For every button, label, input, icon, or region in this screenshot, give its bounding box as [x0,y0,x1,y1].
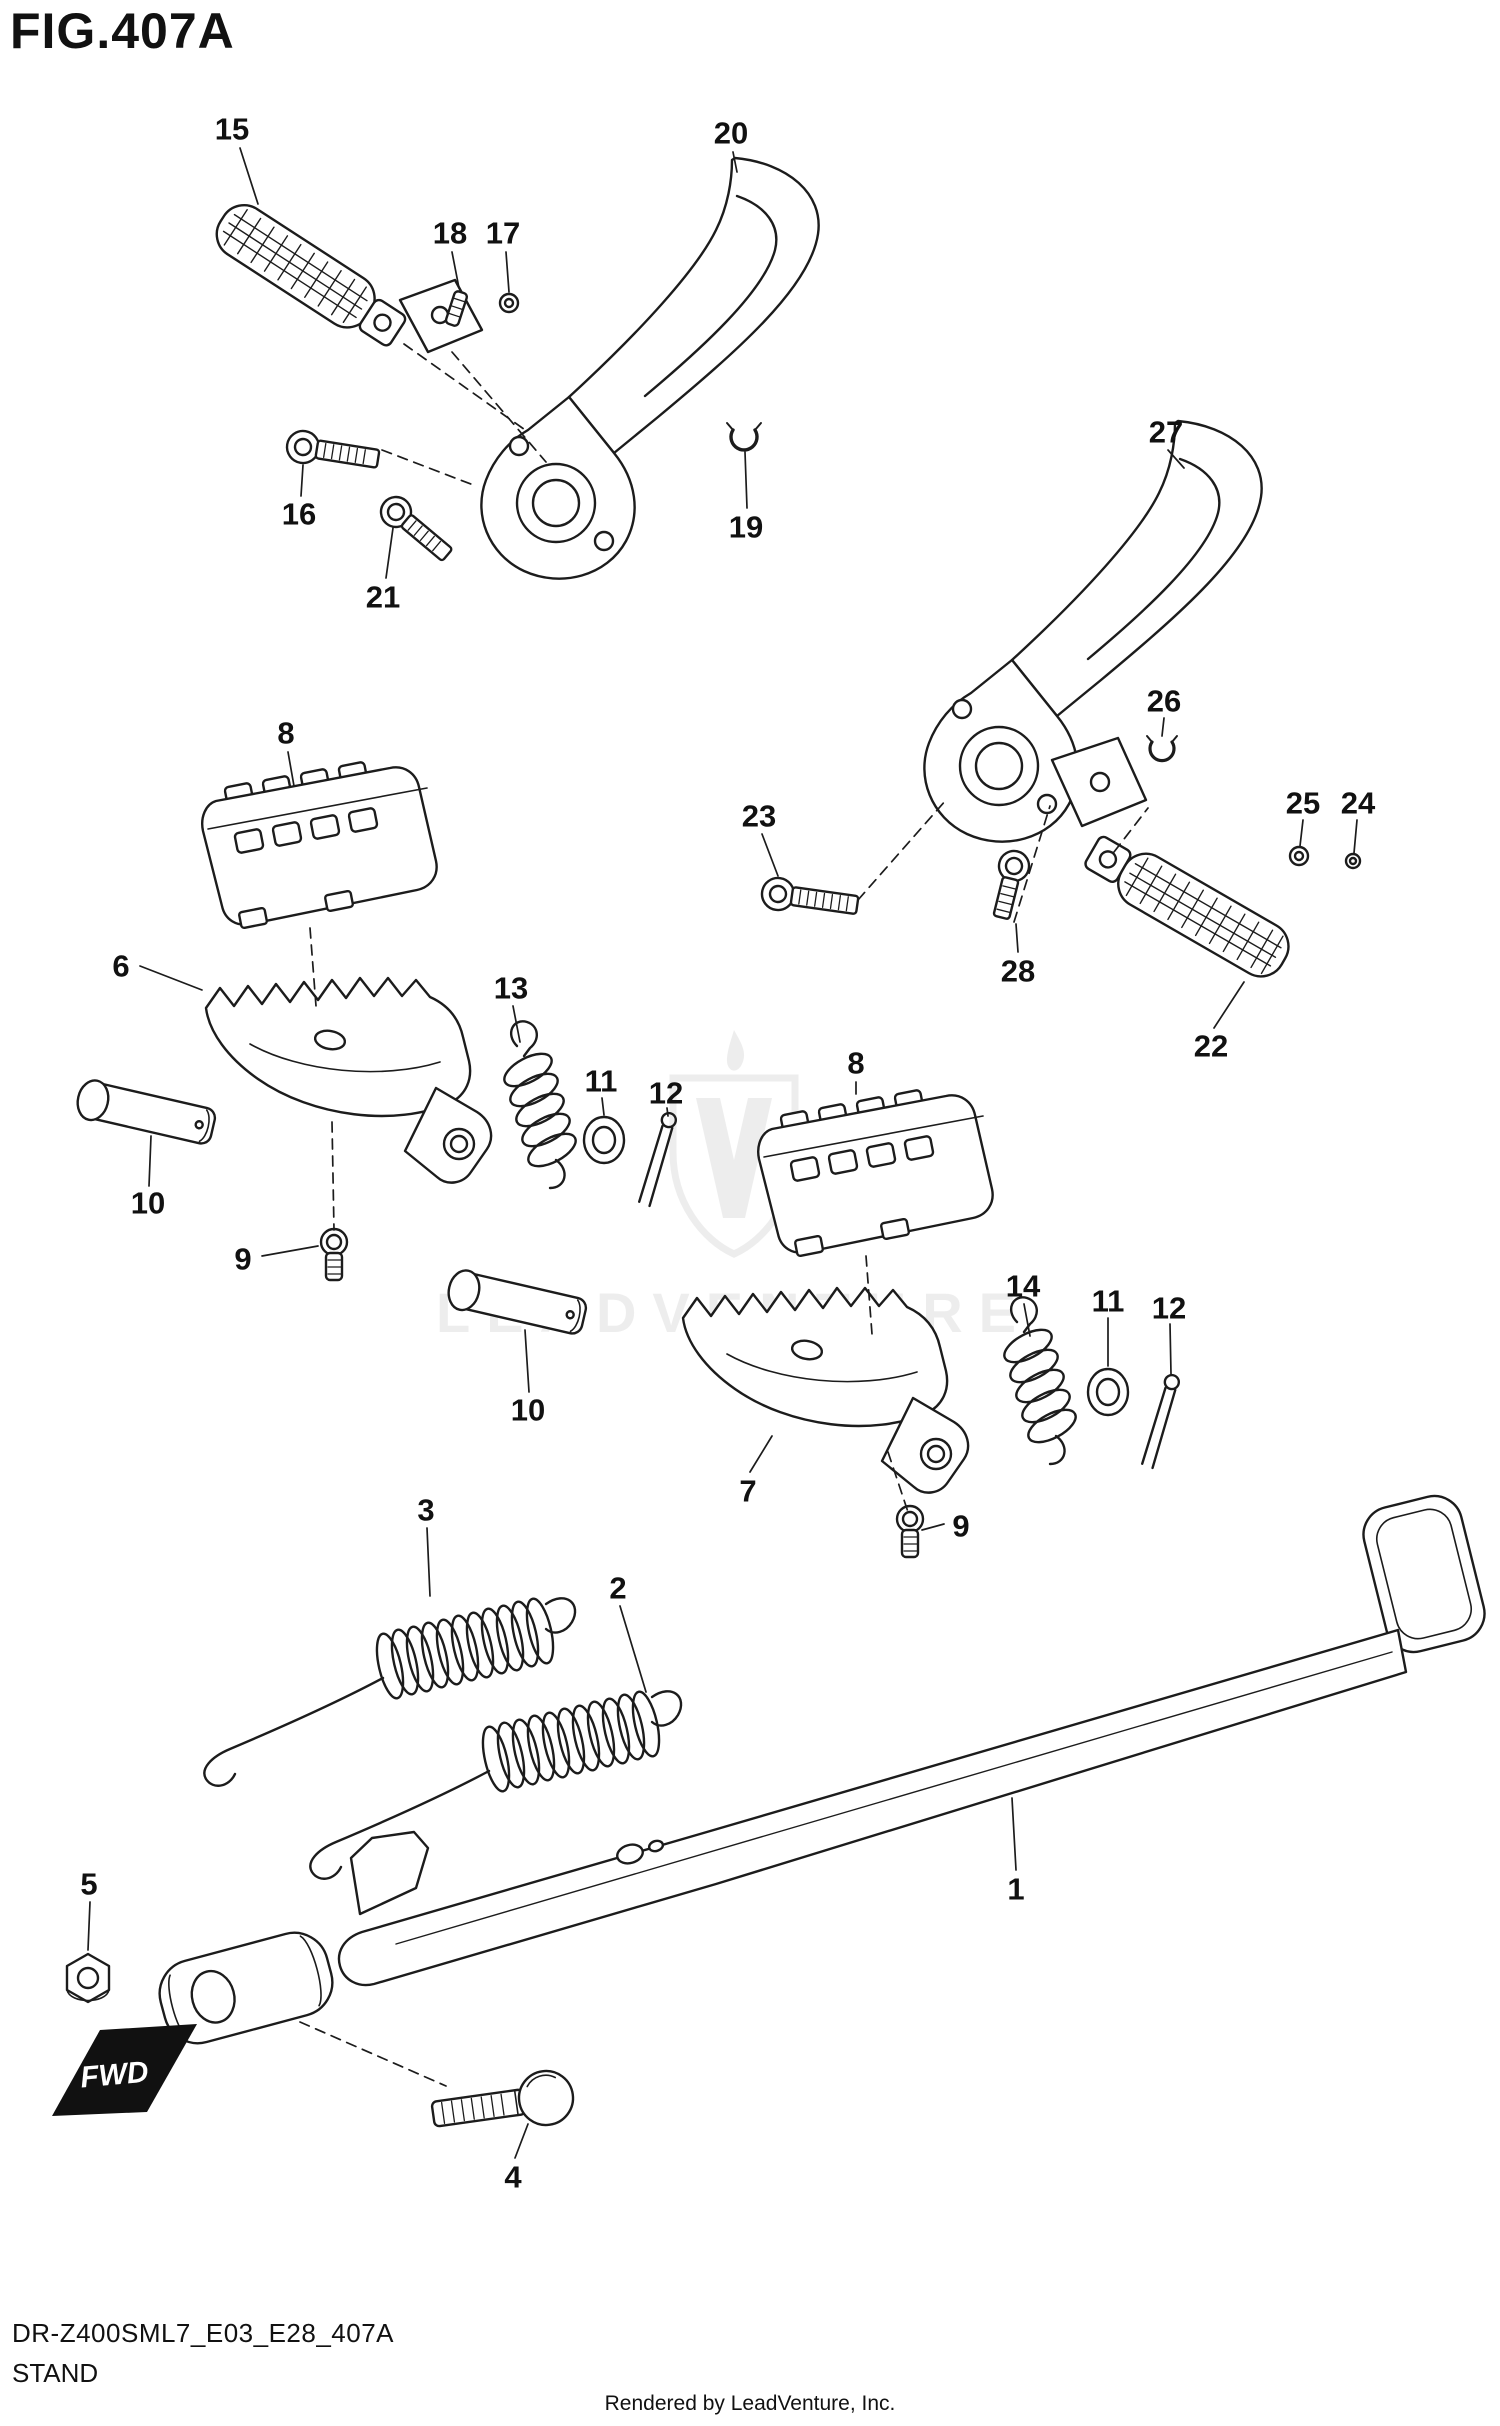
part-hinge-bracket-front [398,278,484,354]
part-callout-16: 16 [281,496,317,532]
part-washer-11-right [1086,1367,1130,1417]
part-callout-3: 3 [417,1492,435,1528]
part-callout-10: 10 [510,1392,546,1428]
part-callout-28: 28 [1000,953,1036,989]
part-eclip-26 [1146,735,1178,763]
figure-name: STAND [12,2358,99,2388]
part-cotter-pin-12-right [1140,1371,1182,1471]
part-callout-1: 1 [1007,1871,1025,1907]
part-callout-20: 20 [713,115,749,151]
part-footpeg-6 [204,976,493,1184]
part-bolt-16 [285,429,381,469]
part-callout-26: 26 [1146,683,1182,719]
part-bolt-21 [379,495,453,562]
fwd-label: FWD [79,2056,150,2095]
part-callout-15: 15 [214,111,250,147]
part-bolt-4 [430,2069,575,2128]
part-callout-14: 14 [1005,1268,1041,1304]
part-callout-23: 23 [741,798,777,834]
part-callout-22: 22 [1193,1028,1229,1064]
part-callout-11: 11 [1091,1283,1125,1319]
part-callout-8: 8 [277,715,295,751]
part-washer-24 [1344,852,1362,870]
part-stand-1 [158,1494,1486,2045]
part-callout-18: 18 [432,215,468,251]
part-callout-21: 21 [365,579,401,615]
part-callout-7: 7 [739,1473,757,1509]
part-callout-10: 10 [130,1185,166,1221]
part-callout-12: 12 [648,1075,684,1111]
part-screw-18 [444,290,469,327]
part-footpeg-7 [681,1286,970,1494]
part-callout-27: 27 [1148,414,1184,450]
part-callout-9: 9 [952,1508,970,1544]
part-washer-25 [1288,845,1310,867]
part-screw-28 [992,849,1031,920]
part-washer-11-left [582,1115,626,1165]
part-callout-5: 5 [80,1866,98,1902]
render-credit: Rendered by LeadVenture, Inc. [604,2392,896,2415]
part-callout-17: 17 [485,215,521,251]
part-hinge-bracket-rear [1050,736,1148,828]
part-callout-24: 24 [1340,785,1376,821]
part-callout-4: 4 [504,2159,522,2195]
part-nut-17 [498,292,520,314]
part-pin-10-left [72,1076,219,1149]
part-bolt-9-right [895,1504,925,1559]
part-spring-13 [498,1020,582,1190]
part-callout-12: 12 [1151,1290,1187,1326]
part-bolt-23 [760,876,860,915]
part-eclip-19 [726,422,762,452]
part-callout-8: 8 [847,1045,865,1081]
part-rubber-8-right [757,1088,994,1258]
part-code: DR-Z400SML7_E03_E28_407A [12,2318,395,2348]
part-bolt-9-left [319,1227,349,1282]
callout-leader-lines [87,147,1358,2159]
part-callout-9: 9 [234,1241,252,1277]
part-footrest-22 [1084,835,1290,978]
figure-title: FIG.407A [10,3,235,59]
assembly-dashed-lines [299,343,1149,2087]
part-callout-19: 19 [728,509,764,545]
part-rubber-8-left [201,760,438,930]
part-callout-2: 2 [609,1570,627,1606]
part-nut-5 [65,1952,111,2004]
part-bracket-20 [480,156,820,580]
fwd-arrow-icon [52,2024,197,2116]
part-callout-6: 6 [112,948,130,984]
part-callout-25: 25 [1285,785,1321,821]
part-callout-13: 13 [493,970,529,1006]
part-callout-11: 11 [584,1063,618,1099]
fwd-marker: FWD [52,2024,197,2116]
part-footrest-15 [215,203,407,347]
part-spring-3 [203,1595,577,1787]
